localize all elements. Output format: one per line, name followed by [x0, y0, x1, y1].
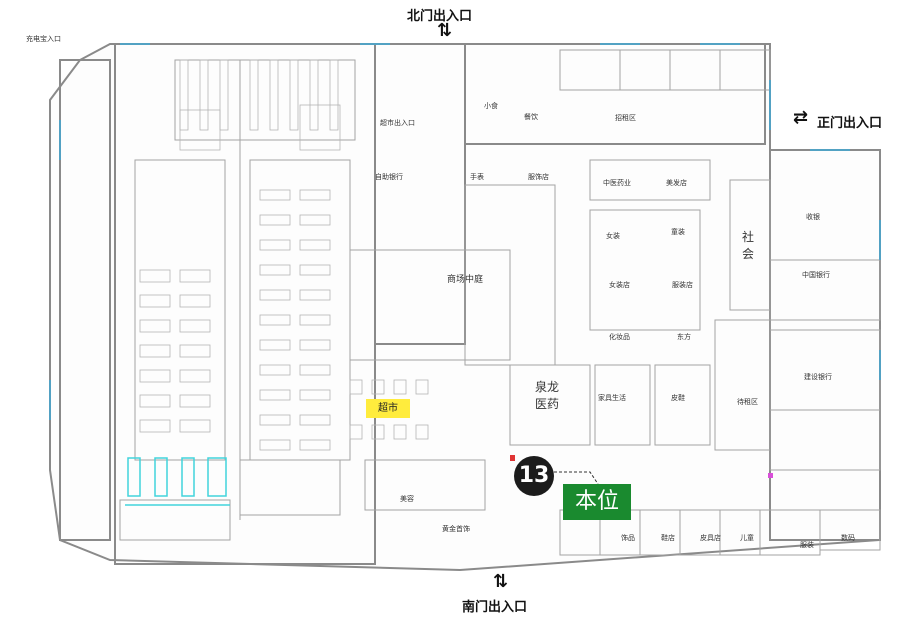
you-are-here-marker: 本位: [563, 484, 631, 520]
community-label: 社 会: [742, 230, 755, 261]
door-marks: [49, 43, 881, 420]
location-number-badge: 13: [514, 456, 554, 496]
shop-n-label: 服装: [800, 541, 814, 549]
shop-a-label: 女装: [606, 232, 620, 240]
shop-j-label: 服饰店: [528, 173, 549, 181]
area-top-label: 招租区: [615, 114, 636, 122]
marker-leader: [554, 471, 599, 485]
south-entrance-label: 南门出入口: [462, 600, 528, 615]
shop-t-label: 数码: [841, 534, 855, 542]
shop-mid-right-label: 美发店: [666, 179, 687, 187]
bank-china-label: 中国银行: [802, 271, 830, 279]
shop-o-label: 超市出入口: [380, 119, 415, 127]
shop-f-label: 服装店: [672, 281, 693, 289]
shop-g-label: 化妆品: [609, 333, 630, 341]
shelf-grid: [139, 59, 429, 451]
small-shop-label: 小食: [484, 102, 498, 110]
shop-h-label: 东方: [677, 333, 691, 341]
north-entrance-arrow-icon: ⇅: [437, 20, 453, 41]
shop-d-label: 皮鞋: [671, 394, 685, 402]
shop-p-label: 饰品: [621, 534, 635, 542]
shop-l-label: 黄金首饰: [442, 525, 470, 533]
shop-k-label: 自助银行: [375, 173, 403, 181]
south-entrance-arrow-icon: ⇅: [493, 571, 509, 592]
shop-i-label: 手表: [470, 173, 484, 181]
cashier-label: 收银: [806, 213, 820, 221]
shop-q-label: 鞋店: [661, 534, 675, 542]
shop-mid-left-label: 中医药业: [603, 179, 631, 187]
atrium-label: 商场中庭: [447, 275, 484, 285]
north-entrance-label: 北门出入口: [407, 9, 473, 24]
shop-e-label: 女装店: [609, 281, 630, 289]
red-location-dot: [510, 455, 515, 461]
supermarket-label: 超市: [366, 399, 410, 418]
waiting-area-label: 待租区: [737, 398, 758, 406]
shop-s-label: 儿童: [740, 534, 754, 542]
dining-label: 餐饮: [524, 113, 538, 121]
cyan-fixtures: [125, 457, 230, 506]
corner-label: 充电宝入口: [26, 35, 61, 43]
shop-c-label: 家具生活: [598, 394, 626, 402]
east-entrance-label: 正门出入口: [817, 116, 883, 131]
bank-construction-label: 建设银行: [804, 373, 832, 381]
shop-b-label: 童装: [671, 228, 685, 236]
east-entrance-arrow-icon: ⇄: [793, 107, 809, 128]
shop-r-label: 皮具店: [700, 534, 721, 542]
shop-m-label: 美容: [400, 495, 414, 503]
pharmacy-label: 泉龙 医药: [534, 380, 559, 411]
pink-location-dot: [768, 473, 773, 478]
